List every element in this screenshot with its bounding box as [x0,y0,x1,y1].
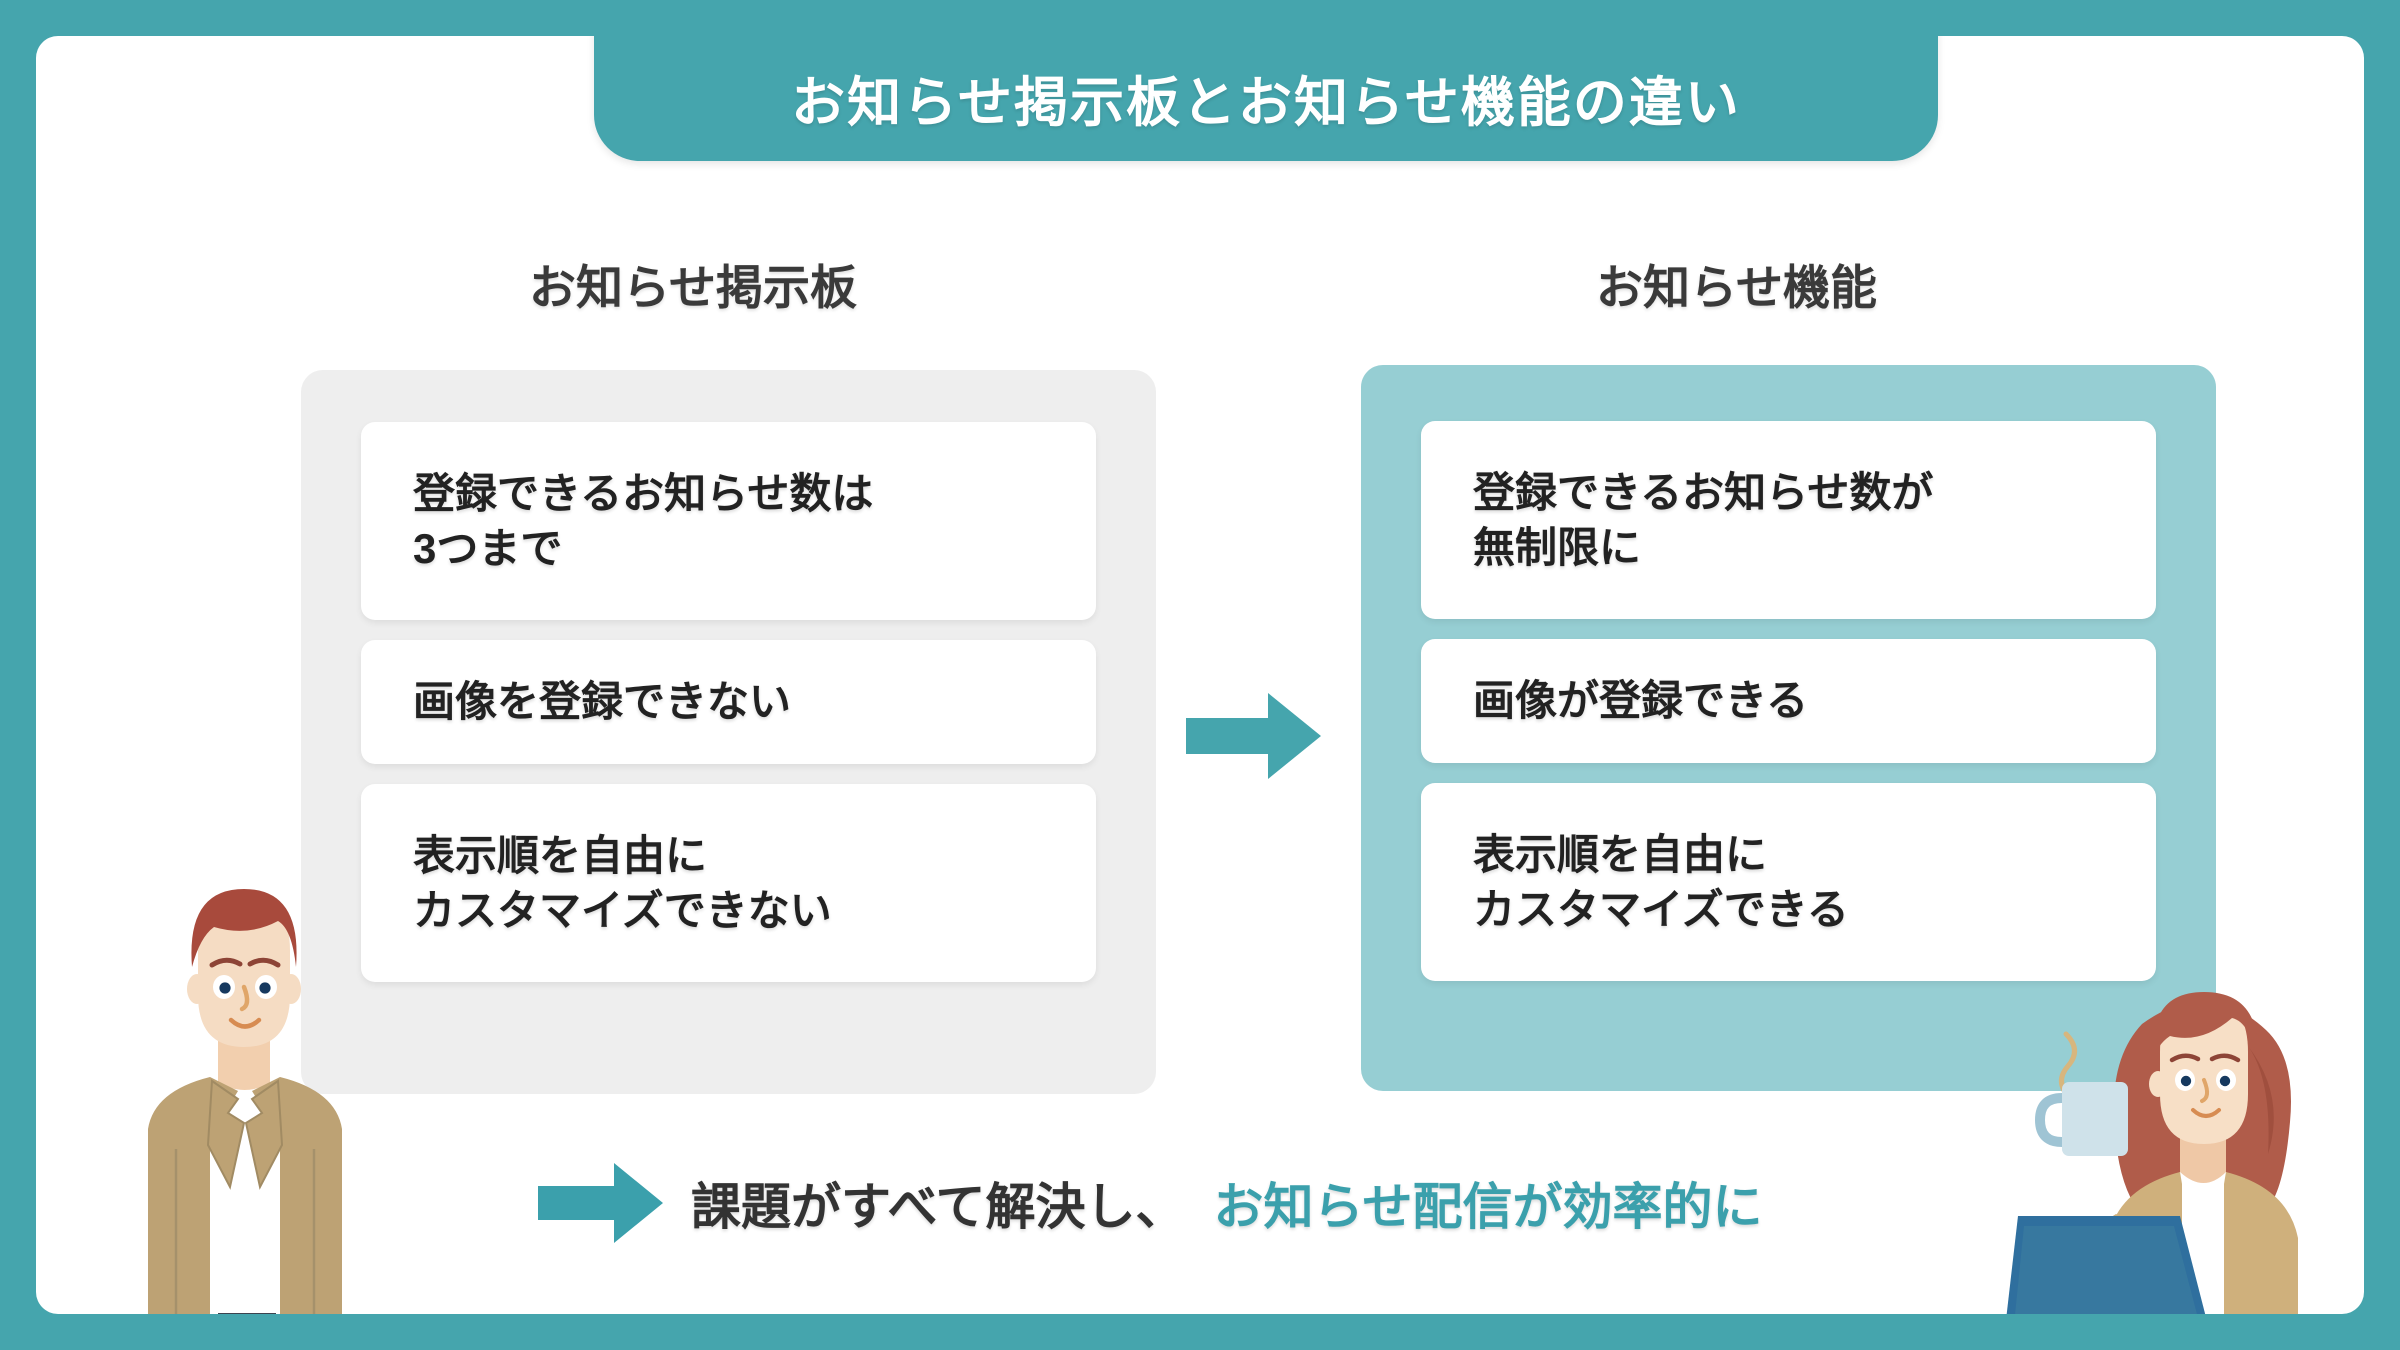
card-text: 表示順を自由に カスタマイズできる [1473,830,1849,933]
card-text: 登録できるお知らせ数が 無制限に [1473,468,1934,571]
card-text: 登録できるお知らせ数は 3つまで [413,469,874,572]
panel-notice-feature: 登録できるお知らせ数が 無制限に 画像が登録できる 表示順を自由に カスタマイズ… [1361,365,2216,1091]
woman-with-laptop-and-mug-illustration [2006,992,2298,1314]
card-text: 画像を登録できない [413,678,792,726]
column-heading-bulletin-board: お知らせ掲示板 [529,261,858,314]
card-notice-feature-1: 画像が登録できる [1421,639,2156,763]
man-in-blazer-illustration [148,889,342,1314]
card-bulletin-board-1: 画像を登録できない [361,640,1096,764]
caption-text-primary: 課題がすべて解決し、 [691,1179,1186,1235]
caption-text-accent: お知らせ配信が効率的に [1213,1179,1763,1235]
card-text: 表示順を自由に カスタマイズできない [413,831,832,934]
card-notice-feature-2: 表示順を自由に カスタマイズできる [1421,783,2156,981]
title-banner: お知らせ掲示板とお知らせ機能の違い [594,36,1938,161]
card-bulletin-board-0: 登録できるお知らせ数は 3つまで [361,422,1096,620]
card-bulletin-board-2: 表示順を自由に カスタマイズできない [361,784,1096,982]
card-notice-feature-0: 登録できるお知らせ数が 無制限に [1421,421,2156,619]
column-heading-notice-feature: お知らせ機能 [1596,261,1878,314]
page-title: お知らせ掲示板とお知らせ機能の違い [791,73,1741,133]
arrow-right-icon [538,1163,663,1243]
arrow-right-icon [1186,693,1321,779]
page-inner-panel: お知らせ掲示板とお知らせ機能の違い お知らせ掲示板 お知らせ機能 登録できるお知… [36,36,2364,1314]
panel-bulletin-board: 登録できるお知らせ数は 3つまで 画像を登録できない 表示順を自由に カスタマイ… [301,370,1156,1094]
card-text: 画像が登録できる [1473,677,1809,725]
summary-caption: 課題がすべて解決し、 お知らせ配信が効率的に [538,1161,1763,1245]
